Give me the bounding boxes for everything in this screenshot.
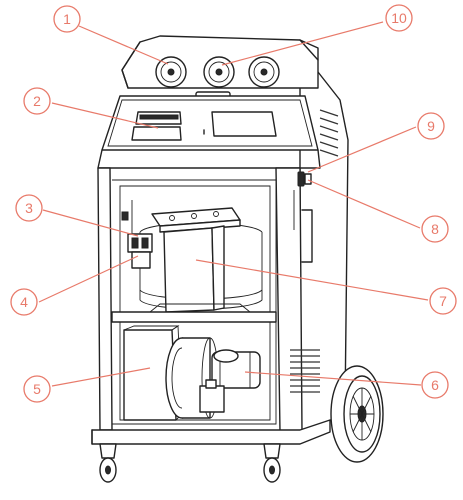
- power-switch: [297, 171, 312, 187]
- callout-10-label: 10: [391, 10, 407, 26]
- machine: [91, 35, 384, 483]
- callout-7: 7: [429, 287, 457, 315]
- callout-5: 5: [23, 375, 51, 403]
- callout-1: 1: [53, 5, 81, 33]
- callout-8: 8: [421, 215, 449, 243]
- gauge-middle: [203, 56, 235, 88]
- callout-6: 6: [421, 371, 449, 399]
- leader-lines: [38, 21, 429, 387]
- callout-2-label: 2: [33, 93, 41, 109]
- callout-3-label: 3: [25, 200, 33, 216]
- callouts: 1 10 2 9 3 8 4 7: [10, 4, 457, 403]
- compressor-housing: [123, 325, 183, 421]
- pressure-gauges: [155, 56, 280, 88]
- display-panel: [131, 111, 277, 141]
- side-vent-lower: [290, 349, 320, 393]
- lcd-display: [211, 111, 277, 137]
- vacuum-pump: [165, 337, 261, 419]
- callout-2: 2: [23, 87, 51, 115]
- callout-3: 3: [15, 194, 43, 222]
- gauge-right: [248, 56, 280, 88]
- callout-1-label: 1: [63, 11, 71, 27]
- callout-10: 10: [385, 4, 413, 32]
- callout-4-label: 4: [20, 294, 28, 310]
- front-caster-right: [263, 443, 281, 483]
- valve-block: [121, 200, 153, 269]
- front-caster-left: [99, 443, 117, 483]
- callout-4: 4: [10, 288, 38, 316]
- callout-7-label: 7: [439, 293, 447, 309]
- gauge-left: [155, 56, 187, 88]
- printer-slot: [139, 114, 179, 120]
- callout-9: 9: [417, 112, 445, 140]
- callout-9-label: 9: [427, 118, 435, 134]
- side-vent-upper: [319, 109, 339, 157]
- callout-5-label: 5: [33, 381, 41, 397]
- callout-8-label: 8: [431, 221, 439, 237]
- front-frame: [97, 167, 113, 431]
- rear-wheel: [330, 365, 384, 463]
- middle-shelf: [111, 311, 277, 323]
- callout-6-label: 6: [431, 377, 439, 393]
- tank-scale-bracket: [151, 207, 241, 313]
- side-handle: [301, 209, 313, 263]
